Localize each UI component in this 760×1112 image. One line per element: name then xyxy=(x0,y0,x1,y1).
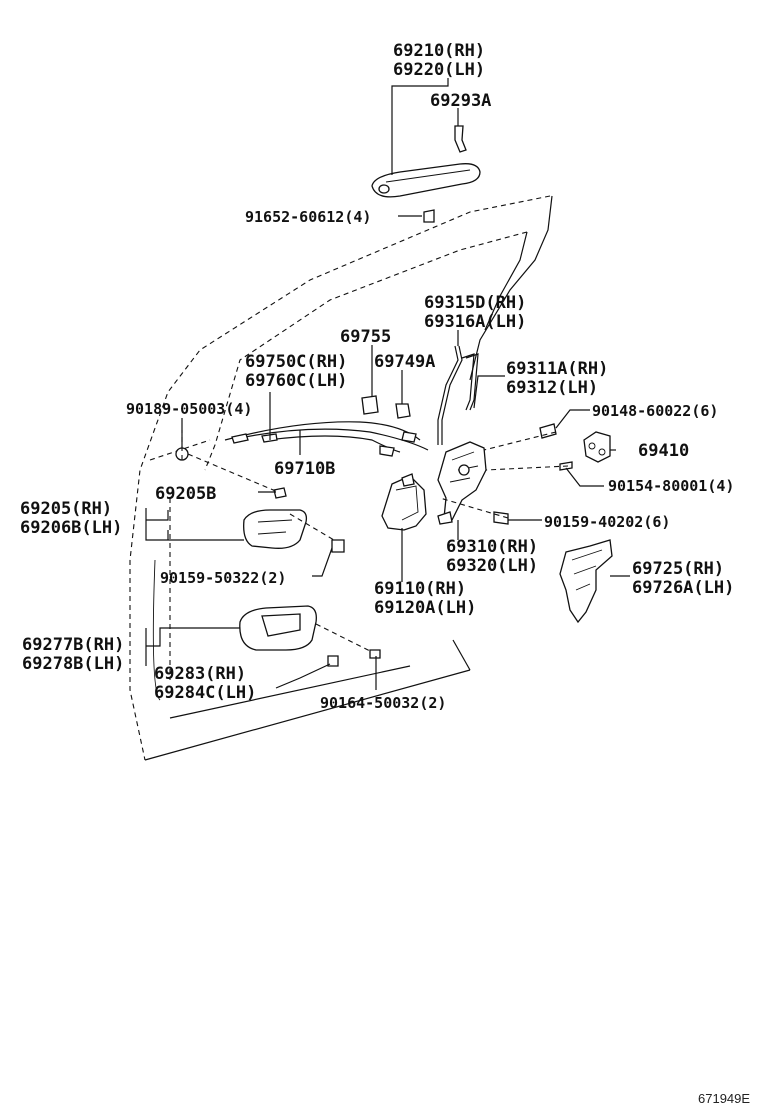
label-69755: 69755 xyxy=(340,327,391,347)
screw-90159-40202 xyxy=(493,511,509,525)
label-69110: 69110(RH) xyxy=(374,579,466,599)
lock-protector xyxy=(559,539,613,624)
screw-91652 xyxy=(423,209,435,223)
label-69205b: 69205B xyxy=(155,484,216,504)
bezel-plug-69283 xyxy=(327,655,339,667)
label-90159-50322: 90159-50322(2) xyxy=(160,569,286,587)
label-69310: 69310(RH) xyxy=(446,537,538,557)
cable-clamp-69755 xyxy=(361,395,379,415)
lock-rods xyxy=(437,345,479,445)
label-91652: 91652-60612(4) xyxy=(245,208,371,226)
clip-69205b xyxy=(273,487,287,499)
label-90189: 90189-05003(4) xyxy=(126,400,252,418)
inside-door-handle xyxy=(243,509,308,549)
label-69316a: 69316A(LH) xyxy=(424,312,526,332)
door-lock-cover xyxy=(381,473,427,531)
door-lock-cables xyxy=(224,421,429,457)
label-69725: 69725(RH) xyxy=(632,559,724,579)
inside-handle-bezel xyxy=(239,605,317,651)
label-69320: 69320(LH) xyxy=(446,556,538,576)
label-90159-40202: 90159-40202(6) xyxy=(544,513,670,531)
label-90148: 90148-60022(6) xyxy=(592,402,718,420)
label-69206b: 69206B(LH) xyxy=(20,518,122,538)
outside-door-handle xyxy=(371,163,481,198)
label-69210: 69210(RH) xyxy=(393,41,485,61)
plug-90148 xyxy=(539,423,557,439)
reference-dashed-lines xyxy=(169,430,569,680)
label-69277b: 69277B(RH) xyxy=(22,635,124,655)
label-69284c: 69284C(LH) xyxy=(154,683,256,703)
clip-69749a xyxy=(395,403,411,419)
screw-90159-50322 xyxy=(331,539,345,553)
part-labels: 69210(RH) 69220(LH) 69293A 91652-60612(4… xyxy=(20,41,750,1106)
label-69760c: 69760C(LH) xyxy=(245,371,347,391)
label-69749a: 69749A xyxy=(374,352,435,372)
label-69410: 69410 xyxy=(638,441,689,461)
label-69205: 69205(RH) xyxy=(20,499,112,519)
label-69315d: 69315D(RH) xyxy=(424,293,526,313)
handle-clip-69293a xyxy=(454,125,467,153)
screw-90164-50032 xyxy=(369,649,381,659)
figure-number: 671949E xyxy=(698,1091,750,1106)
label-69312: 69312(LH) xyxy=(506,378,598,398)
label-90154: 90154-80001(4) xyxy=(608,477,734,495)
label-69278b: 69278B(LH) xyxy=(22,654,124,674)
door-panel-outline xyxy=(129,195,553,761)
label-69283: 69283(RH) xyxy=(154,664,246,684)
door-lock-striker xyxy=(583,431,611,463)
label-69293a: 69293A xyxy=(430,91,491,111)
label-69710b: 69710B xyxy=(274,459,335,479)
label-69120a: 69120A(LH) xyxy=(374,598,476,618)
leader-lines xyxy=(145,78,630,690)
label-69726a: 69726A(LH) xyxy=(632,578,734,598)
label-69220: 69220(LH) xyxy=(393,60,485,80)
label-69311a: 69311A(RH) xyxy=(506,359,608,379)
label-69750c: 69750C(RH) xyxy=(245,352,347,372)
door-lock-assembly xyxy=(437,441,487,525)
label-90164: 90164-50032(2) xyxy=(320,694,446,712)
